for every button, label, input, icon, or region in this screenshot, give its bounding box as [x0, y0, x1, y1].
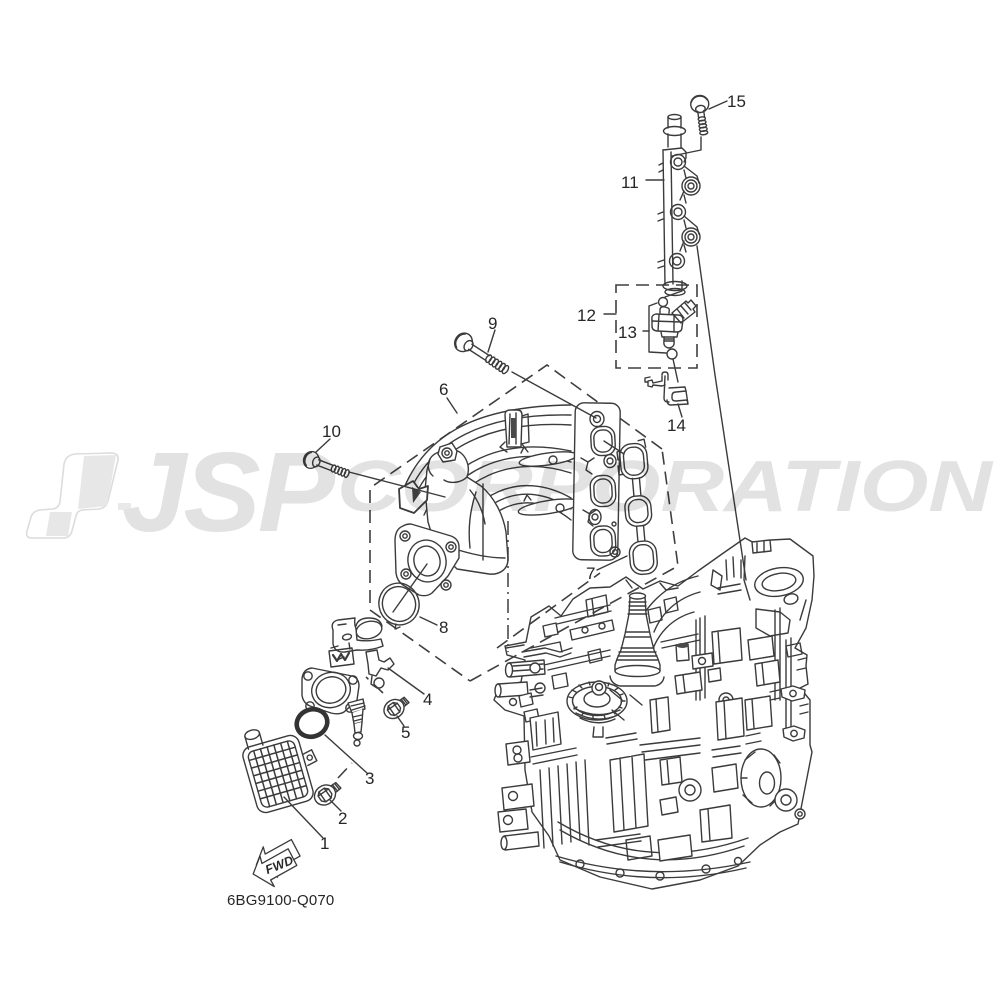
svg-text:12: 12 [577, 306, 596, 325]
svg-text:1: 1 [320, 834, 329, 853]
svg-text:JSP: JSP [122, 429, 336, 555]
svg-text:9: 9 [488, 314, 497, 333]
svg-text:2: 2 [338, 809, 347, 828]
svg-text:14: 14 [667, 416, 686, 435]
svg-text:10: 10 [322, 422, 341, 441]
svg-text:4: 4 [423, 690, 432, 709]
svg-text:CORPORATION: CORPORATION [337, 447, 994, 527]
svg-text:11: 11 [621, 173, 639, 192]
svg-text:3: 3 [365, 769, 374, 788]
svg-text:6: 6 [439, 380, 448, 399]
svg-text:7: 7 [586, 564, 595, 583]
svg-text:5: 5 [401, 723, 410, 742]
svg-text:13: 13 [618, 323, 637, 342]
svg-text:8: 8 [439, 618, 448, 637]
svg-text:6BG9100-Q070: 6BG9100-Q070 [227, 892, 334, 909]
svg-text:15: 15 [727, 92, 746, 111]
